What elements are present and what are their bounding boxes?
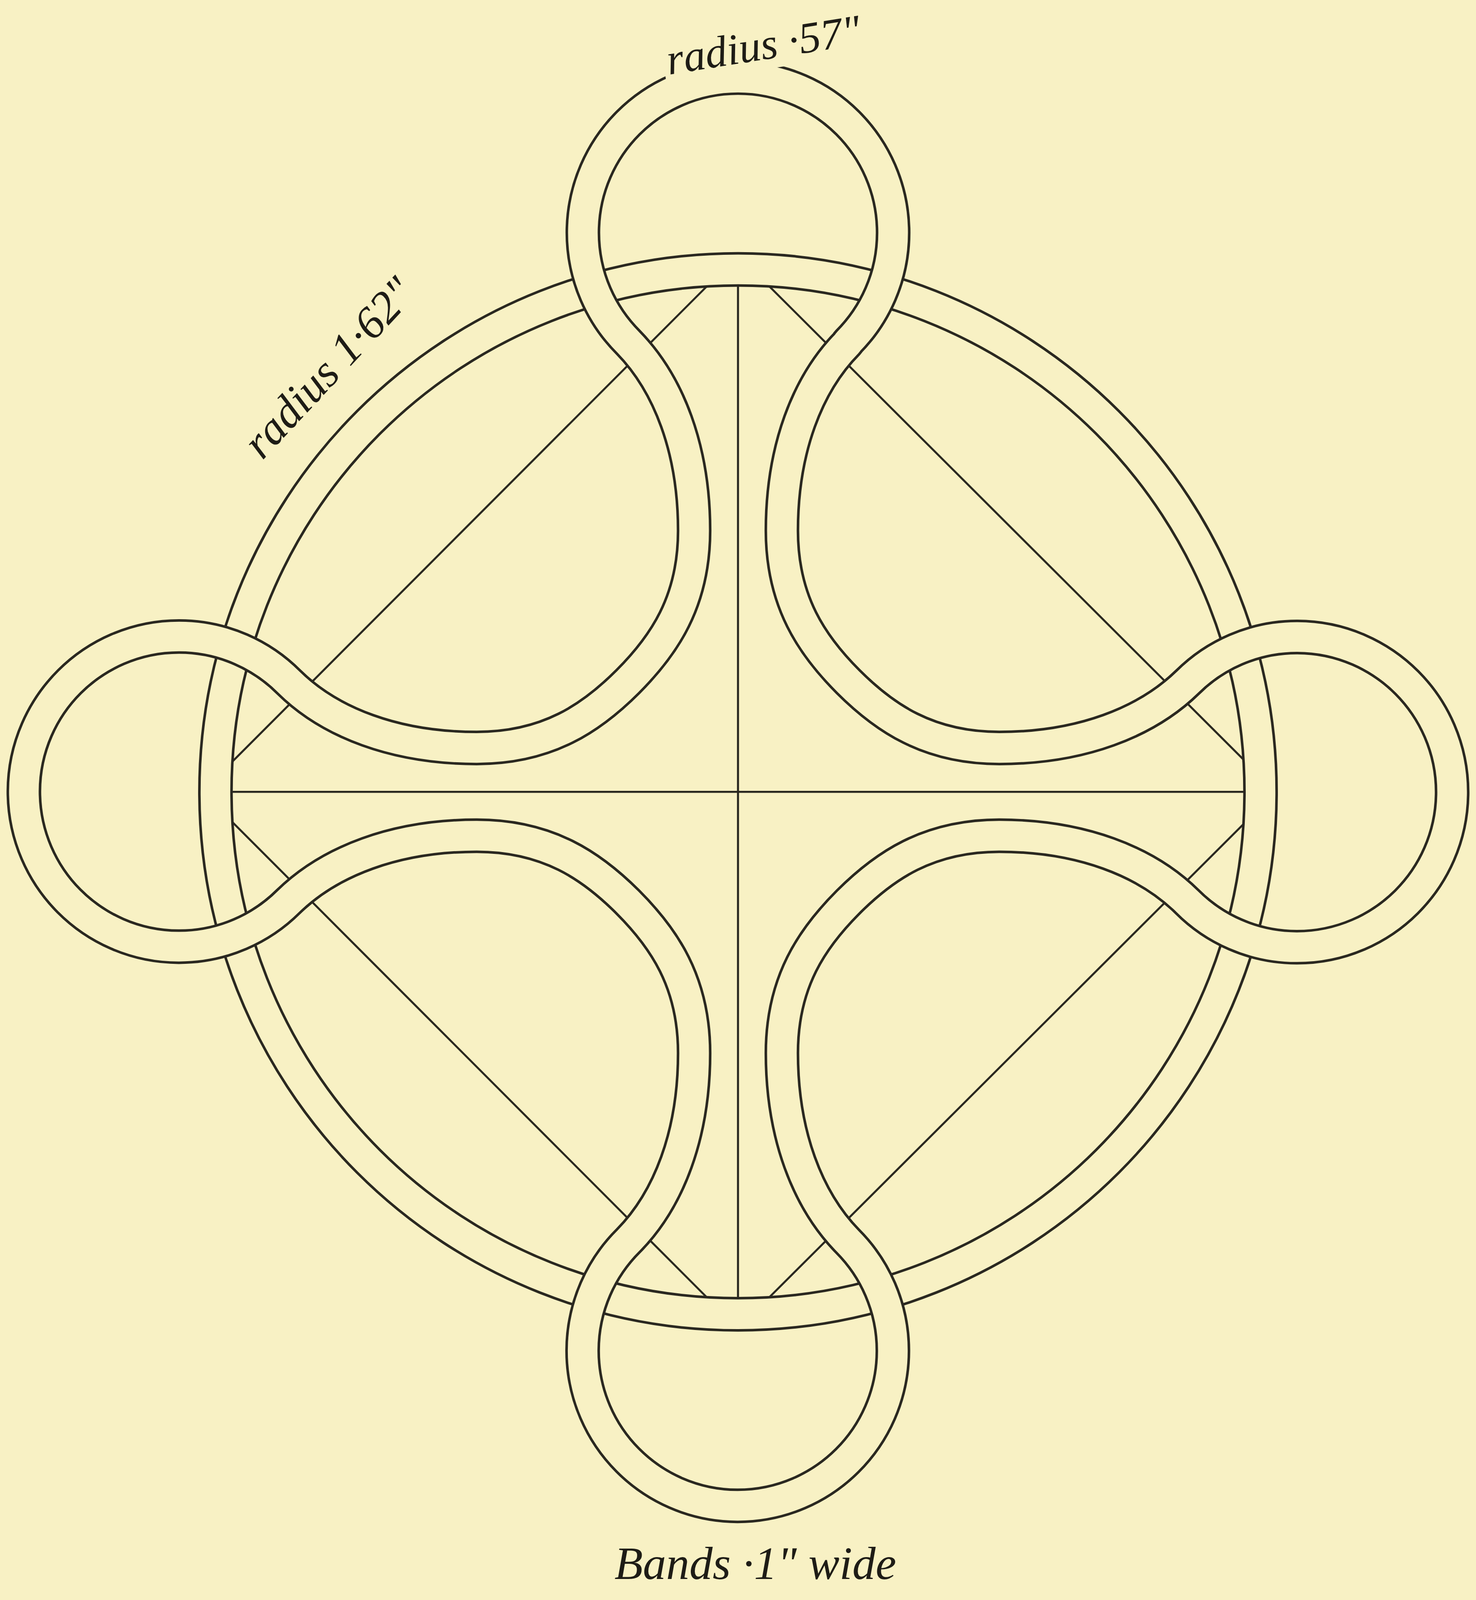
note-text: Bands ·1" wide	[610, 1538, 900, 1590]
construction-square	[202, 255, 1276, 1329]
construction-line	[202, 790, 1276, 794]
construction-lines	[202, 255, 1276, 1329]
knot-band-outline	[23, 77, 1452, 1507]
ring-band-fill	[215, 269, 1261, 1315]
dimension-label: radius 1·62"	[230, 264, 428, 470]
ring-band-outline	[215, 269, 1261, 1315]
knot-band-fill	[23, 77, 1452, 1507]
